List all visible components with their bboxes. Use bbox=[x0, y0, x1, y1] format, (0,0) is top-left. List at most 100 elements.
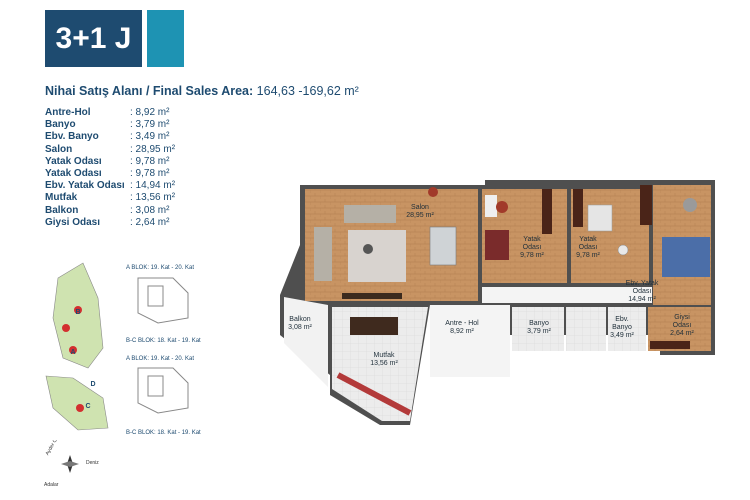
kitchen-counter bbox=[336, 372, 412, 416]
label-a-blok-bottom: A BLOK: 19. Kat - 20. Kat bbox=[126, 356, 194, 362]
bed-2 bbox=[587, 204, 613, 232]
label-ebv-yatak-b: Odası bbox=[633, 288, 652, 295]
compass-north-label: Ayder Ormanı bbox=[45, 440, 66, 456]
room-ebv-banyo bbox=[566, 307, 606, 351]
room-area: : 2,64 m² bbox=[130, 216, 170, 228]
label-bc-blok-bottom: B-C BLOK: 18. Kat - 19. Kat bbox=[126, 430, 201, 436]
room-row: Ebv. Banyo : 3,49 m² bbox=[45, 131, 175, 143]
site-terrain-north bbox=[52, 262, 104, 369]
label-yatak2-a: Yatak bbox=[579, 236, 597, 243]
room-balkon bbox=[284, 297, 328, 387]
bath-fixtures bbox=[608, 307, 646, 351]
label-yatak2-area: 9,78 m² bbox=[576, 252, 600, 259]
wardrobe-1 bbox=[542, 189, 552, 234]
unit-type-badge: 3+1 J bbox=[45, 10, 142, 67]
bed-1 bbox=[485, 230, 509, 260]
label-salon: Salon bbox=[411, 204, 429, 211]
site-letter-a: A bbox=[70, 349, 75, 356]
desk-1 bbox=[485, 195, 497, 217]
site-letter-c: C bbox=[85, 403, 90, 410]
site-key-plan: B A D C A BLOK: 19. Kat - 20. Kat B-C BL… bbox=[45, 262, 201, 436]
room-area-list: Antre-Hol : 8,92 m² Banyo: 3,79 m² Ebv. B… bbox=[45, 107, 175, 229]
label-mutfak: Mutfak bbox=[373, 352, 395, 359]
final-sales-area: Nihai Satış Alanı / Final Sales Area: 16… bbox=[45, 84, 359, 98]
label-giysi-area: 2,64 m² bbox=[670, 330, 694, 337]
label-giysi-a: Giysi bbox=[674, 314, 690, 321]
room-name: Antre-Hol bbox=[45, 107, 91, 118]
marker-block-b2 bbox=[62, 324, 70, 332]
site-letter-d: D bbox=[90, 381, 95, 388]
room-row: Yatak Odası : 9,78 m² bbox=[45, 156, 175, 168]
dining-table bbox=[429, 226, 457, 266]
label-salon-area: 28,95 m² bbox=[406, 212, 434, 219]
room-area: : 3,49 m² bbox=[130, 131, 170, 143]
tv-unit bbox=[342, 293, 402, 299]
compass-rose: Ayder Ormanı Deniz Adalar bbox=[44, 440, 99, 488]
marker-block-c bbox=[76, 404, 84, 412]
coffee-table bbox=[363, 244, 373, 254]
room-name: Ebv. Yatak Odası bbox=[45, 180, 125, 192]
area-label: Nihai Satış Alanı / Final Sales Area: bbox=[45, 84, 254, 98]
room-row: Yatak Odası : 9,78 m² bbox=[45, 168, 175, 180]
room-name: Yatak Odası bbox=[45, 155, 102, 167]
salon-armchairs bbox=[314, 227, 332, 281]
block-diagram-bottom bbox=[137, 367, 189, 414]
chair-1 bbox=[496, 201, 508, 213]
room-row: Mutfak : 13,56 m² bbox=[45, 192, 175, 204]
compass-cross-icon bbox=[61, 461, 79, 467]
room-area: : 3,08 m² bbox=[130, 204, 170, 216]
badge-accent-block bbox=[147, 10, 184, 67]
room-antre-hol bbox=[430, 305, 510, 377]
master-chair bbox=[683, 198, 697, 212]
label-a-blok-top: A BLOK: 19. Kat - 20. Kat bbox=[126, 265, 194, 271]
room-name: Salon bbox=[45, 143, 73, 155]
area-value: 164,63 -169,62 m² bbox=[256, 84, 359, 98]
label-ebv-banyo-a: Ebv. bbox=[615, 316, 629, 323]
room-name: Mutfak bbox=[45, 192, 78, 204]
label-yatak2-b: Odası bbox=[579, 244, 598, 251]
room-area: : 14,94 m² bbox=[130, 180, 176, 192]
label-balkon-area: 3,08 m² bbox=[288, 324, 312, 331]
room-row: Giysi Odası: 2,64 m² bbox=[45, 217, 175, 229]
label-mutfak-area: 13,56 m² bbox=[370, 360, 398, 367]
salon-plant bbox=[428, 187, 438, 197]
room-name: Ebv. Banyo bbox=[45, 131, 99, 143]
room-area: : 28,95 m² bbox=[130, 143, 176, 155]
master-bed bbox=[662, 237, 710, 277]
room-area: : 13,56 m² bbox=[130, 192, 176, 204]
label-bc-blok-top: B-C BLOK: 18. Kat - 19. Kat bbox=[126, 338, 201, 344]
salon-sofa bbox=[344, 205, 396, 223]
salon-rug bbox=[348, 230, 406, 282]
room-mutfak bbox=[332, 307, 428, 421]
block-diagram-top bbox=[137, 277, 189, 324]
label-ebv-banyo-area: 3,49 m² bbox=[610, 332, 634, 339]
room-name: Yatak Odası bbox=[45, 167, 102, 179]
marker-block-a bbox=[69, 346, 77, 354]
kitchen-table bbox=[350, 317, 398, 335]
room-row: Salon : 28,95 m² bbox=[45, 144, 175, 156]
room-area: : 9,78 m² bbox=[130, 155, 170, 167]
marker-block-b bbox=[74, 306, 82, 314]
label-ebv-banyo-b: Banyo bbox=[612, 324, 632, 331]
compass-south-label: Adalar bbox=[44, 482, 59, 488]
label-banyo-area: 3,79 m² bbox=[527, 328, 551, 335]
label-antre-area: 8,92 m² bbox=[450, 328, 474, 335]
room-name: Banyo bbox=[45, 119, 76, 131]
site-terrain-south bbox=[45, 375, 109, 431]
room-row: Antre-Hol : 8,92 m² bbox=[45, 107, 175, 119]
label-giysi-b: Odası bbox=[673, 322, 692, 329]
label-yatak1-area: 9,78 m² bbox=[520, 252, 544, 259]
master-wardrobe bbox=[640, 185, 652, 225]
room-area: : 9,78 m² bbox=[130, 167, 170, 179]
chair-2 bbox=[617, 244, 629, 256]
room-area: : 8,92 m² bbox=[130, 107, 170, 118]
label-yatak1-b: Odası bbox=[523, 244, 542, 251]
label-yatak1-a: Yatak bbox=[523, 236, 541, 243]
label-ebv-yatak-area: 14,94 m² bbox=[628, 296, 656, 303]
giysi-shelves bbox=[650, 341, 690, 349]
room-row: Banyo: 3,79 m² bbox=[45, 119, 175, 131]
site-letter-b: B bbox=[75, 309, 80, 316]
label-balkon: Balkon bbox=[289, 316, 311, 323]
hall-corridor bbox=[482, 287, 652, 303]
label-ebv-yatak-a: Ebv. Yatak bbox=[626, 280, 659, 287]
